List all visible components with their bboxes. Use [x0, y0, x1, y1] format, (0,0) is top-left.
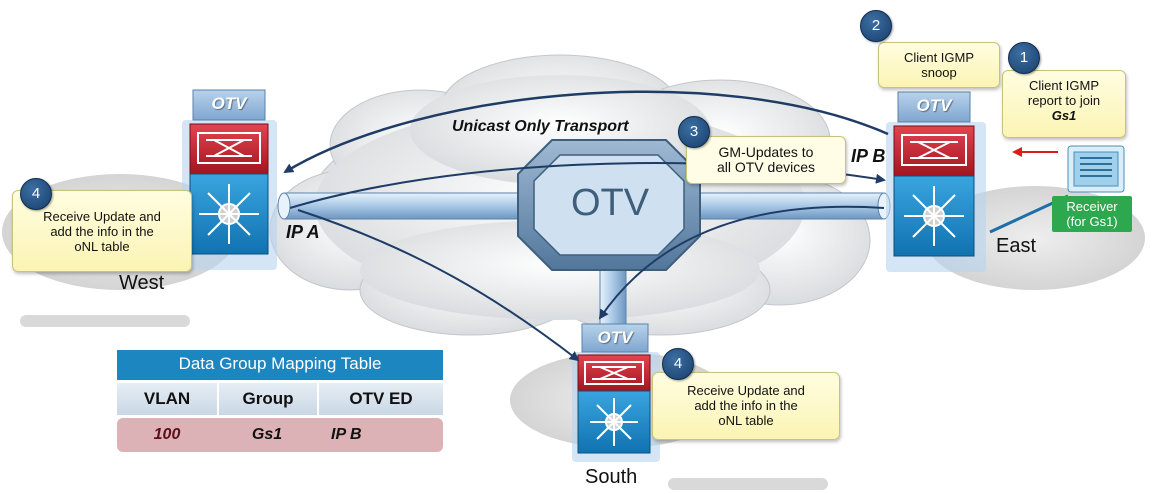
west-otv-device — [182, 89, 277, 270]
step-4-west-badge: 4 — [20, 178, 52, 210]
step-3-note: GM-Updates to all OTV devices — [686, 136, 846, 184]
mapping-cell-vlan: 100 — [117, 418, 217, 452]
south-otv-label: OTV — [597, 328, 633, 347]
step-2-note: Client IGMP snoop — [878, 42, 1000, 88]
step-1-note: Client IGMP report to join Gs1 — [1002, 70, 1126, 138]
step-4-south-note: Receive Update and add the info in the o… — [652, 372, 840, 440]
east-site-label: East — [996, 235, 1037, 257]
ip-b-label: IP B — [851, 146, 886, 166]
mapping-cell-group: Gs1 — [217, 418, 317, 452]
east-otv-label: OTV — [916, 96, 952, 115]
east-to-south-arrow — [598, 205, 885, 320]
mapping-header-group: Group — [219, 383, 317, 415]
west-pipe-end — [277, 192, 291, 220]
west-shadow — [20, 315, 190, 327]
step-4-west-note: Receive Update and add the info in the o… — [12, 190, 192, 272]
otv-core-label: OTV — [570, 182, 650, 224]
transport-label: Unicast Only Transport — [452, 118, 629, 135]
receiver-label: Receiver (for Gs1) — [1052, 196, 1132, 232]
south-shadow — [668, 478, 828, 490]
ip-a-label: IP A — [286, 222, 320, 242]
east-otv-device — [886, 91, 986, 272]
update-arrow-to-west — [283, 90, 889, 174]
west-site-label: West — [119, 272, 165, 294]
receiver-host-icon — [1067, 145, 1125, 193]
update-arrow-to-south — [297, 209, 580, 362]
west-pipe — [283, 192, 525, 220]
mapping-header-vlan: VLAN — [117, 383, 217, 415]
south-site-label: South — [585, 466, 638, 488]
west-otv-label: OTV — [211, 94, 247, 113]
step-4-south-badge: 4 — [662, 348, 694, 380]
step-1-badge: 1 — [1008, 42, 1040, 74]
step-3-badge: 3 — [678, 116, 710, 148]
step-2-badge: 2 — [860, 10, 892, 42]
mapping-cell-otv-ed: IP B — [317, 418, 443, 452]
mapping-header-otv-ed: OTV ED — [319, 383, 443, 415]
south-otv-device — [572, 323, 660, 462]
mapping-table-title: Data Group Mapping Table — [117, 350, 443, 380]
